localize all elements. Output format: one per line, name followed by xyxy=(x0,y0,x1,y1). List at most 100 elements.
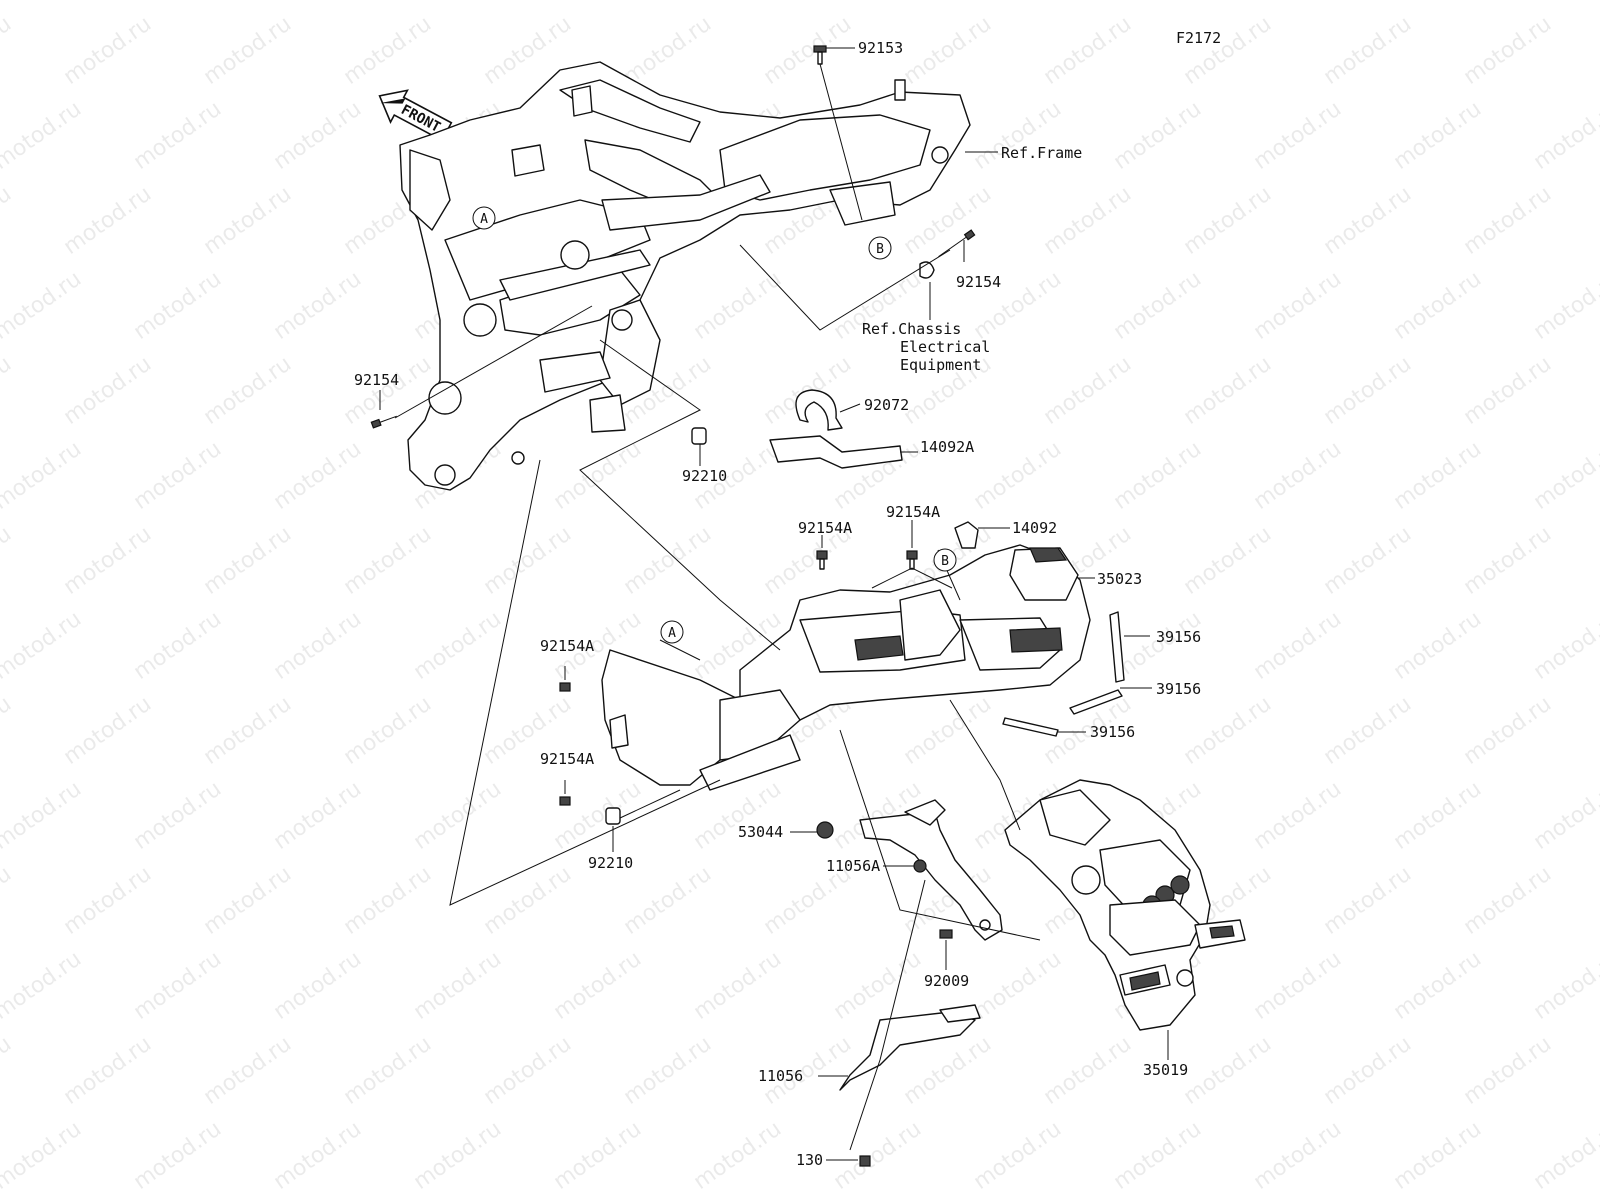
watermark-text: motod.ru xyxy=(1109,267,1206,345)
watermark-text: motod.ru xyxy=(59,12,156,90)
svg-text:B: B xyxy=(941,554,949,569)
watermark-text: motod.ru xyxy=(1319,522,1416,600)
label-92072: 92072 xyxy=(864,396,909,414)
label-ref-electrical: Electrical xyxy=(900,338,990,356)
watermark-text: motod.ru xyxy=(409,777,506,855)
watermark-text: motod.ru xyxy=(1319,862,1416,940)
label-92154a-2: 92154A xyxy=(886,503,940,521)
watermark-text: motod.ru xyxy=(409,947,506,1025)
label-ref-equipment: Equipment xyxy=(900,356,981,374)
watermark-text: motod.ru xyxy=(689,947,786,1025)
watermark-text: motod.ru xyxy=(199,352,296,430)
watermark-text: motod.ru xyxy=(969,947,1066,1025)
watermark-text: motod.ru xyxy=(1459,352,1556,430)
watermark-text: motod.ru xyxy=(1389,1117,1486,1195)
watermark-text: motod.ru xyxy=(129,267,226,345)
watermark-text: motod.ru xyxy=(1249,267,1346,345)
watermark-text: motod.ru xyxy=(619,1032,716,1110)
watermark-text: motod.ru xyxy=(0,862,16,940)
watermark-text: motod.ru xyxy=(1179,182,1276,260)
watermark-text: motod.ru xyxy=(199,522,296,600)
watermark-text: motod.ru xyxy=(479,1032,576,1110)
label-92154a-4: 92154A xyxy=(540,750,594,768)
watermark-text: motod.ru xyxy=(1039,1032,1136,1110)
watermark-text: motod.ru xyxy=(1459,182,1556,260)
label-35023: 35023 xyxy=(1097,570,1142,588)
watermark-text: motod.ru xyxy=(1039,12,1136,90)
watermark-text: motod.ru xyxy=(829,0,926,5)
watermark-text: motod.ru xyxy=(1459,522,1556,600)
watermark-text: motod.ru xyxy=(1389,267,1486,345)
watermark-text: motod.ru xyxy=(1319,352,1416,430)
watermark-text: motod.ru xyxy=(969,0,1066,5)
watermark-text: motod.ru xyxy=(829,1117,926,1195)
watermark-text: motod.ru xyxy=(199,692,296,770)
svg-text:A: A xyxy=(480,212,488,227)
watermark-text: motod.ru xyxy=(549,777,646,855)
label-ref-frame: Ref.Frame xyxy=(1001,144,1082,162)
watermark-text: motod.ru xyxy=(1529,947,1600,1025)
label-39156-1: 39156 xyxy=(1156,628,1201,646)
watermark-text: motod.ru xyxy=(1249,947,1346,1025)
watermark-text: motod.ru xyxy=(549,0,646,5)
watermark-text: motod.ru xyxy=(0,12,16,90)
watermark-text: motod.ru xyxy=(199,1032,296,1110)
watermark-text: motod.ru xyxy=(969,437,1066,515)
watermark-text: motod.ru xyxy=(549,947,646,1025)
watermark-text: motod.ru xyxy=(689,0,786,5)
watermark-text: motod.ru xyxy=(59,1032,156,1110)
watermark-text: motod.ru xyxy=(1109,1117,1206,1195)
watermark-text: motod.ru xyxy=(339,862,436,940)
watermark-text: motod.ru xyxy=(1459,12,1556,90)
figure-code: F2172 xyxy=(1176,29,1221,47)
watermark-text: motod.ru xyxy=(59,862,156,940)
watermark-text: motod.ru xyxy=(409,1117,506,1195)
watermark-text: motod.ru xyxy=(1389,437,1486,515)
watermark-text: motod.ru xyxy=(1249,97,1346,175)
watermark-text: motod.ru xyxy=(1179,692,1276,770)
svg-text:A: A xyxy=(668,626,676,641)
watermark-text: motod.ru xyxy=(0,267,86,345)
label-92154a-1: 92154A xyxy=(798,519,852,537)
callout-circle-b-mid xyxy=(933,548,957,572)
watermark-text: motod.ru xyxy=(199,182,296,260)
watermark-text: motod.ru xyxy=(1319,692,1416,770)
part-labels: 92153 Ref.Frame 92154 Ref.Chassis Electr… xyxy=(354,39,1201,1169)
watermark-text: motod.ru xyxy=(829,947,926,1025)
label-14092: 14092 xyxy=(1012,519,1057,537)
watermark-text: motod.ru xyxy=(269,0,366,5)
watermark-text: motod.ru xyxy=(59,692,156,770)
watermark-text: motod.ru xyxy=(1179,12,1276,90)
callout-circle-b-top xyxy=(868,236,892,260)
watermark-text: motod.ru xyxy=(129,97,226,175)
watermark-text: motod.ru xyxy=(59,182,156,260)
label-14092a: 14092A xyxy=(920,438,974,456)
main-frame-drawing xyxy=(399,61,971,491)
watermark-text: motod.ru xyxy=(1389,607,1486,685)
watermark-text: motod.ru xyxy=(129,947,226,1025)
label-11056a: 11056A xyxy=(826,857,880,875)
watermark-text: motod.ru xyxy=(479,862,576,940)
watermark-text: motod.ru xyxy=(619,862,716,940)
label-130: 130 xyxy=(796,1151,823,1169)
watermark-text: motod.ru xyxy=(619,522,716,600)
watermark-text: motod.ru xyxy=(1249,1117,1346,1195)
watermark-text: motod.ru xyxy=(1319,1032,1416,1110)
rear-fender-inner-drawing xyxy=(601,544,1091,791)
watermark-text: motod.ru xyxy=(969,97,1066,175)
callout-circle-a-top xyxy=(472,206,496,230)
watermark-text: motod.ru xyxy=(1389,947,1486,1025)
watermark-text: motod.ru xyxy=(59,522,156,600)
watermark-text: motod.ru xyxy=(1529,267,1600,345)
label-92210-top: 92210 xyxy=(682,467,727,485)
watermark-text: motod.ru xyxy=(269,607,366,685)
watermark-text: motod.ru xyxy=(0,522,16,600)
watermark-text: motod.ru xyxy=(0,0,86,5)
watermark-text: motod.ru xyxy=(1529,437,1600,515)
label-39156-2: 39156 xyxy=(1156,680,1201,698)
watermark-text: motod.ru xyxy=(0,1117,86,1195)
watermark-text: motod.ru xyxy=(1249,777,1346,855)
label-92154a-3: 92154A xyxy=(540,637,594,655)
watermark-text: motod.ru xyxy=(1179,1032,1276,1110)
watermark-text: motod.ru xyxy=(619,12,716,90)
